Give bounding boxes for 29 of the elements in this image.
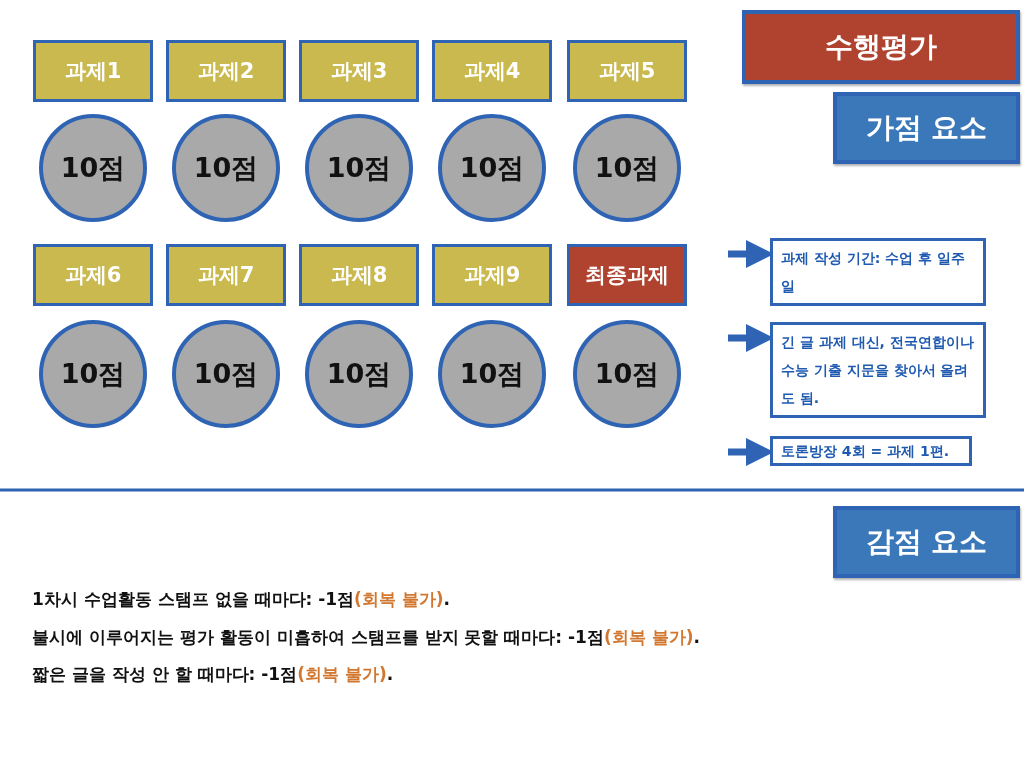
score-circle: 10점 [39,114,147,222]
score-circle: 10점 [573,320,681,428]
penalty-rule-text: 불시에 이루어지는 평가 활동이 미흡하여 스탬프를 받지 못할 때마다: -1점(회복 불가). [32,626,700,649]
score-circle: 10점 [305,320,413,428]
task-label: 과제9 [432,244,552,306]
section-banner: 수행평가 [742,10,1020,84]
score-circle: 10점 [438,320,546,428]
task-label: 과제3 [299,40,419,102]
score-circle: 10점 [438,114,546,222]
section-banner: 가점 요소 [833,92,1020,164]
score-circle: 10점 [573,114,681,222]
penalty-rule-text: 짧은 글을 작성 안 할 때마다: -1점(회복 불가). [32,663,394,686]
task-label: 과제6 [33,244,153,306]
score-circle: 10점 [305,114,413,222]
note-box: 토론방장 4회 = 과제 1편. [770,436,972,466]
score-circle: 10점 [172,320,280,428]
task-label: 과제1 [33,40,153,102]
task-label: 최종과제 [567,244,687,306]
note-box: 긴 글 과제 대신, 전국연합이나 수능 기출 지문을 찾아서 올려도 됨. [770,322,986,418]
score-circle: 10점 [39,320,147,428]
penalty-rule-text: 1차시 수업활동 스탬프 없을 때마다: -1점(회복 불가). [32,588,451,611]
task-label: 과제2 [166,40,286,102]
task-label: 과제4 [432,40,552,102]
note-box: 과제 작성 기간: 수업 후 일주일 [770,238,986,306]
task-label: 과제5 [567,40,687,102]
task-label: 과제7 [166,244,286,306]
section-banner: 감점 요소 [833,506,1020,578]
task-label: 과제8 [299,244,419,306]
score-circle: 10점 [172,114,280,222]
